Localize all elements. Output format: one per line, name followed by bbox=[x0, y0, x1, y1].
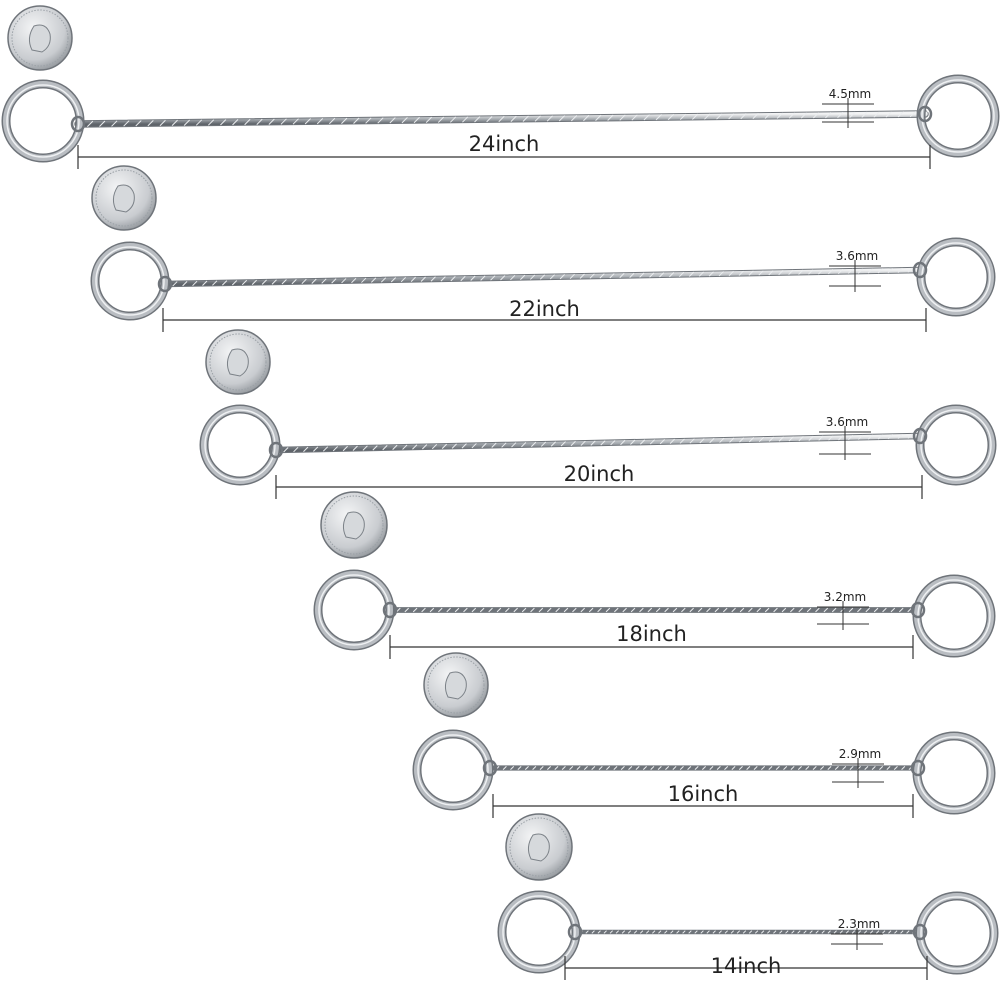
length-label: 22inch bbox=[509, 297, 580, 321]
chain-links bbox=[572, 929, 923, 935]
diameter-label: 2.3mm bbox=[838, 917, 880, 931]
length-label: 16inch bbox=[668, 782, 739, 806]
chain-row-6: 14inch 2.3mm bbox=[497, 813, 999, 980]
diameter-label: 4.5mm bbox=[829, 87, 871, 101]
length-label: 20inch bbox=[564, 462, 635, 486]
chain-row-5: 16inch 2.9mm bbox=[412, 652, 996, 818]
chain-row-2: 22inch 3.6mm bbox=[90, 165, 996, 332]
jump-ring bbox=[910, 601, 926, 619]
length-dimension bbox=[162, 308, 927, 332]
quarter-coin-icon bbox=[423, 652, 489, 718]
chain-links bbox=[74, 110, 929, 128]
quarter-coin-icon bbox=[320, 491, 388, 559]
diameter-label: 3.2mm bbox=[824, 590, 866, 604]
jump-ring bbox=[912, 427, 928, 445]
diameter-marker bbox=[817, 601, 869, 630]
jump-ring bbox=[70, 115, 86, 133]
jump-ring bbox=[382, 601, 398, 619]
diameter-marker bbox=[829, 260, 881, 292]
right-ring bbox=[916, 237, 996, 317]
length-dimension bbox=[77, 145, 931, 169]
length-dimension bbox=[275, 475, 923, 499]
diameter-marker bbox=[831, 928, 883, 950]
quarter-coin-icon bbox=[7, 5, 73, 71]
jump-ring bbox=[912, 261, 928, 279]
length-label: 14inch bbox=[711, 954, 782, 978]
right-ring bbox=[915, 891, 999, 975]
quarter-coin-icon bbox=[91, 165, 157, 231]
chain-links bbox=[272, 432, 924, 454]
left-ring bbox=[412, 729, 494, 811]
length-label: 18inch bbox=[616, 622, 687, 646]
diameter-marker bbox=[822, 98, 874, 128]
right-ring bbox=[912, 731, 996, 815]
right-ring bbox=[916, 74, 1000, 158]
chain-links bbox=[387, 607, 921, 613]
left-ring bbox=[313, 569, 395, 651]
diameter-marker bbox=[832, 758, 884, 788]
length-label: 24inch bbox=[469, 132, 540, 156]
jump-ring bbox=[910, 759, 926, 777]
jump-ring bbox=[567, 923, 583, 941]
chain-links bbox=[161, 266, 924, 288]
jump-ring bbox=[917, 105, 933, 123]
length-dimension bbox=[389, 635, 914, 659]
diameter-label: 3.6mm bbox=[836, 249, 878, 263]
jump-ring bbox=[157, 275, 173, 293]
right-ring bbox=[912, 574, 996, 658]
left-ring bbox=[497, 890, 581, 974]
chain-links bbox=[487, 765, 921, 771]
diameter-label: 2.9mm bbox=[839, 747, 881, 761]
length-dimension bbox=[492, 794, 914, 818]
diameter-label: 3.6mm bbox=[826, 415, 868, 429]
quarter-coin-icon bbox=[505, 813, 573, 881]
chain-row-3: 20inch 3.6mm bbox=[199, 329, 997, 499]
quarter-coin-icon bbox=[205, 329, 271, 395]
left-ring bbox=[90, 241, 170, 321]
length-dimension bbox=[564, 956, 928, 980]
jump-ring bbox=[482, 759, 498, 777]
right-ring bbox=[915, 404, 997, 486]
chain-row-4: 18inch 3.2mm bbox=[313, 491, 996, 659]
chain-row-1: 24inch 4.5mm bbox=[1, 5, 1000, 169]
left-ring bbox=[1, 79, 85, 163]
jump-ring bbox=[912, 923, 928, 941]
jump-ring bbox=[268, 441, 284, 459]
diameter-marker bbox=[819, 426, 871, 460]
left-ring bbox=[199, 404, 281, 486]
